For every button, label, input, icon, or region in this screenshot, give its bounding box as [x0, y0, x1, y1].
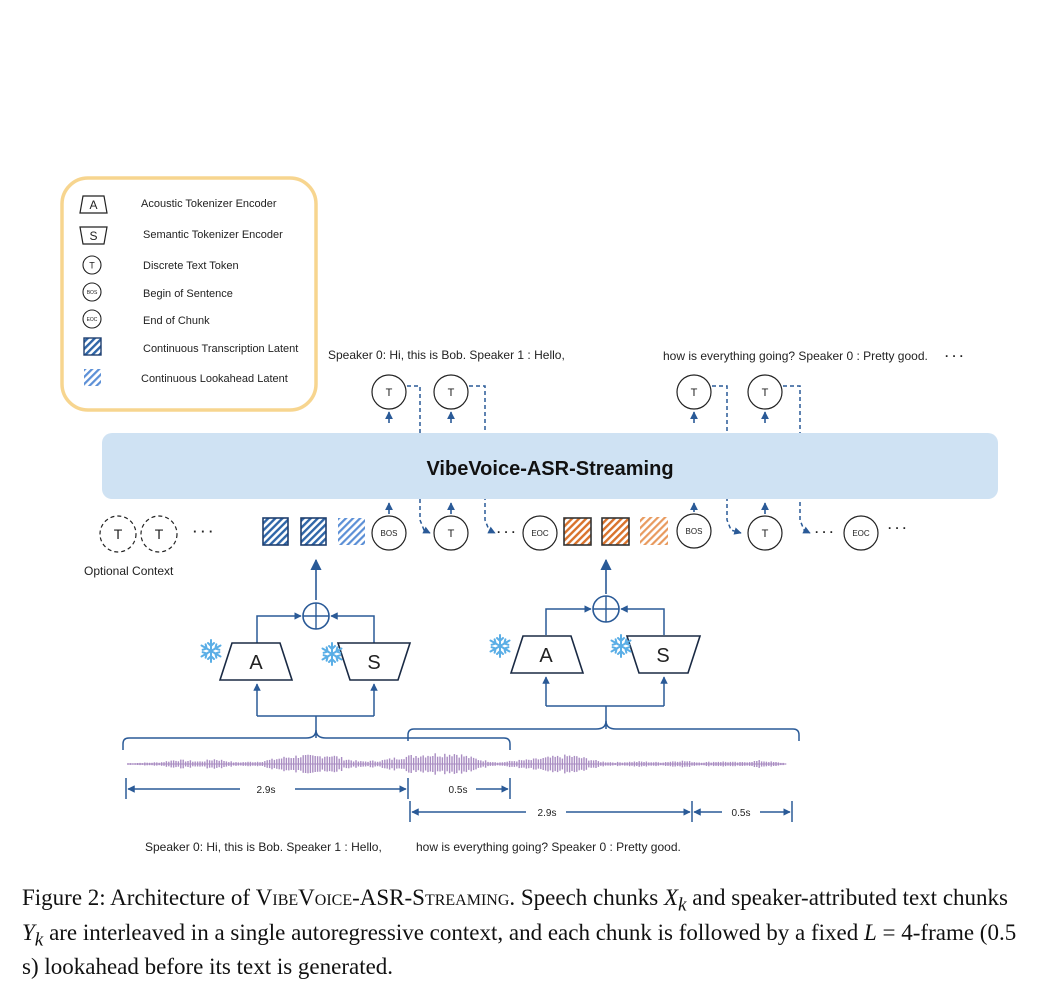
- transcription-latent: [563, 517, 592, 546]
- svg-text:T: T: [386, 387, 393, 399]
- snowflake-icon: [200, 639, 222, 663]
- bos-token: BOS: [676, 502, 712, 549]
- svg-text:EOC: EOC: [852, 529, 870, 538]
- svg-text:T: T: [762, 528, 769, 540]
- legend-box: [60, 176, 318, 412]
- eoc-token: EOC: [522, 515, 558, 551]
- sequence-ellipsis: · · ·: [497, 525, 516, 539]
- optional-context-label: Optional Context: [84, 564, 174, 578]
- output-token-1: T: [371, 374, 407, 423]
- svg-text:S: S: [656, 645, 669, 667]
- input-sequence: T T · · · Optional Context BOS T · · · E…: [84, 502, 907, 578]
- legend-eoc-icon: [82, 309, 102, 329]
- duration-markers: [125, 778, 793, 822]
- encoder-group-2: A S: [489, 558, 702, 729]
- output-ellipsis: · · ·: [945, 349, 964, 363]
- output-text-1: Speaker 0: Hi, this is Bob. Speaker 1 : …: [328, 348, 565, 362]
- chunk-brace-2: [407, 720, 800, 741]
- context-ellipsis: · · ·: [193, 524, 213, 539]
- sequence-ellipsis: · · ·: [888, 521, 907, 535]
- output-token-3: T: [676, 374, 712, 423]
- svg-text:T: T: [448, 387, 455, 399]
- legend-semantic-encoder-icon: [79, 226, 108, 245]
- legend-label-lookahead-latent: Continuous Lookahead Latent: [141, 373, 288, 385]
- output-token-4: T: [747, 374, 783, 423]
- optional-context-token-2: T: [140, 515, 178, 553]
- input-text-token: T: [433, 502, 469, 551]
- semantic-encoder: S: [625, 635, 702, 674]
- model-name: VibeVoice-ASR-Streaming: [426, 458, 673, 480]
- legend-bos-icon: [82, 282, 102, 302]
- legend-symbol-eoc: EOC: [87, 317, 98, 323]
- output-tokens: T T T T: [371, 374, 783, 423]
- duration-label-4: 0.5s: [732, 808, 751, 819]
- sum-icon: [592, 595, 620, 623]
- legend-transcription-latent-icon: [83, 337, 102, 356]
- legend-acoustic-encoder-icon: [79, 195, 108, 214]
- transcription-latent: [262, 517, 289, 546]
- transcript-1: Speaker 0: Hi, this is Bob. Speaker 1 : …: [145, 840, 382, 854]
- output-text-2: how is everything going? Speaker 0 : Pre…: [663, 349, 928, 363]
- model-block: [102, 433, 998, 499]
- duration-label-2: 0.5s: [449, 785, 468, 796]
- audio-waveform: [127, 753, 787, 775]
- legend-symbol-s: S: [89, 229, 97, 243]
- legend-symbol-t: T: [89, 261, 95, 271]
- transcript-2: how is everything going? Speaker 0 : Pre…: [416, 840, 681, 854]
- optional-context-token-1: T: [99, 515, 137, 553]
- feedback-connectors: [407, 385, 811, 535]
- duration-label-1: 2.9s: [257, 785, 276, 796]
- acoustic-encoder: A: [218, 642, 294, 681]
- svg-text:A: A: [249, 652, 263, 674]
- lookahead-latent: [640, 517, 668, 545]
- legend-symbol-a: A: [89, 198, 97, 212]
- svg-text:T: T: [155, 526, 164, 542]
- svg-text:T: T: [691, 387, 698, 399]
- svg-text:T: T: [114, 526, 123, 542]
- legend-label-semantic: Semantic Tokenizer Encoder: [143, 229, 283, 241]
- svg-text:T: T: [762, 387, 769, 399]
- output-token-2: T: [433, 374, 469, 423]
- lookahead-latent: [338, 518, 365, 545]
- svg-text:BOS: BOS: [686, 527, 703, 536]
- svg-text:S: S: [367, 652, 380, 674]
- transcription-latent: [601, 517, 630, 546]
- input-text-token: T: [747, 502, 783, 551]
- encoder-group-1: A S: [200, 558, 412, 738]
- eoc-token: EOC: [843, 515, 879, 551]
- svg-text:T: T: [448, 528, 455, 540]
- legend-label-text-token: Discrete Text Token: [143, 260, 239, 272]
- legend-label-acoustic: Acoustic Tokenizer Encoder: [141, 198, 277, 210]
- snowflake-icon: [489, 634, 511, 658]
- legend-label-bos: Begin of Sentence: [143, 288, 233, 300]
- legend-label-eoc: End of Chunk: [143, 315, 210, 327]
- acoustic-encoder: A: [509, 635, 585, 674]
- legend-symbol-bos: BOS: [87, 290, 98, 296]
- architecture-diagram: A Acoustic Tokenizer Encoder S Semantic …: [60, 176, 998, 854]
- svg-text:EOC: EOC: [531, 529, 549, 538]
- legend-lookahead-latent-icon: [84, 369, 101, 386]
- semantic-encoder: S: [336, 642, 412, 681]
- figure-caption: Figure 2: Architecture of VibeVoice-ASR-…: [22, 885, 1017, 980]
- sum-icon: [302, 602, 330, 630]
- svg-text:BOS: BOS: [381, 529, 398, 538]
- transcription-latent: [300, 517, 327, 546]
- chunk-brace-1: [122, 729, 511, 750]
- bos-token: BOS: [371, 502, 407, 551]
- legend: A Acoustic Tokenizer Encoder S Semantic …: [60, 176, 318, 412]
- sequence-ellipsis: · · ·: [815, 525, 834, 539]
- legend-label-transcription-latent: Continuous Transcription Latent: [143, 343, 298, 355]
- svg-text:A: A: [539, 645, 553, 667]
- legend-text-token-icon: [82, 255, 102, 275]
- duration-label-3: 2.9s: [538, 808, 557, 819]
